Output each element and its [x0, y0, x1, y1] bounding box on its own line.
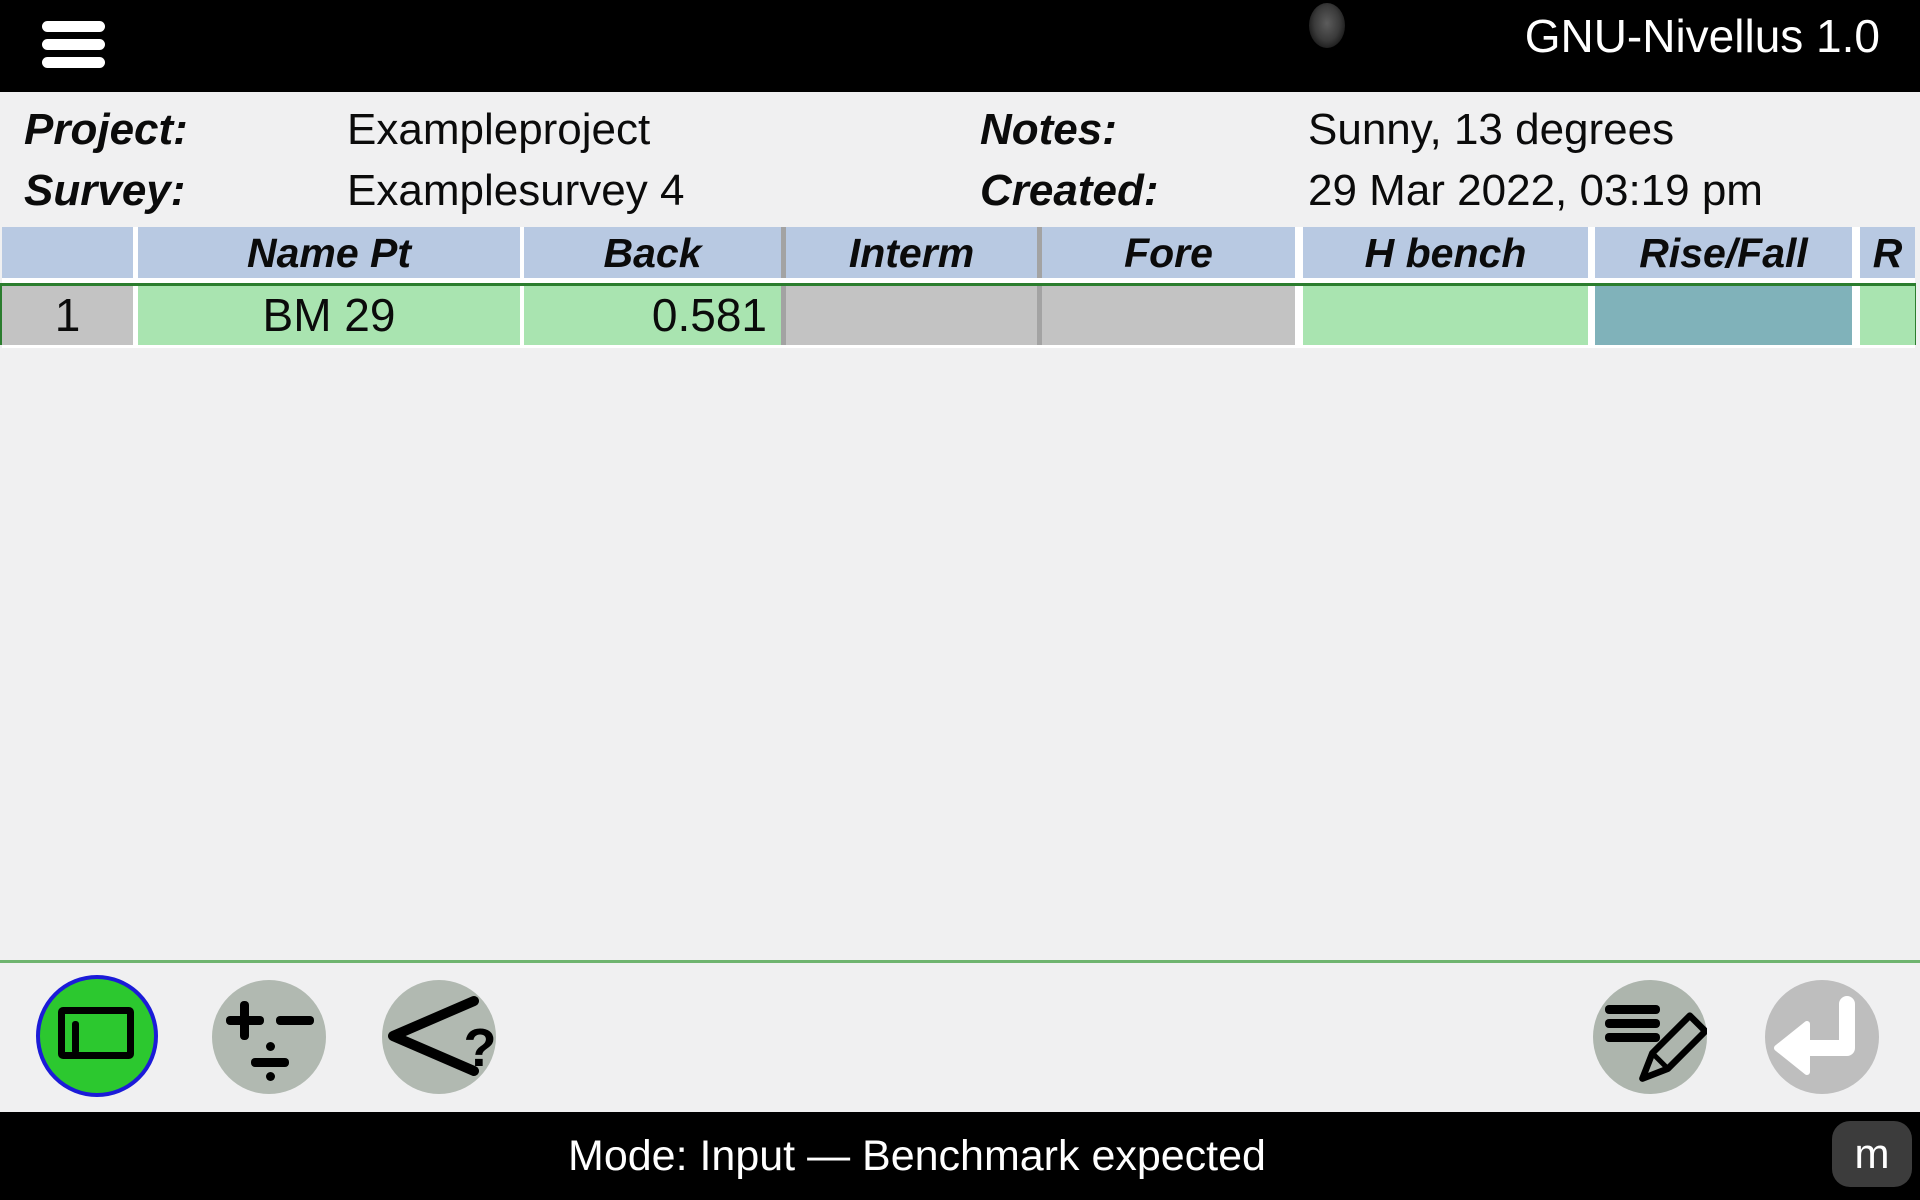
col-header-rownum	[2, 227, 133, 278]
col-header-rise-fall: Rise/Fall	[1595, 227, 1852, 278]
col-header-name-pt: Name Pt	[138, 227, 520, 278]
survey-label: Survey:	[24, 166, 186, 215]
cell-back[interactable]: 0.581	[524, 286, 786, 345]
survey-value: Examplesurvey 4	[347, 166, 685, 215]
cell-rownum: 1	[2, 286, 133, 345]
col-header-fore: Fore	[1042, 227, 1295, 278]
camera-cutout	[1309, 3, 1345, 48]
angle-question-mark: ?	[464, 1018, 497, 1078]
col-header-interm: Interm	[786, 227, 1042, 278]
created-label: Created:	[980, 166, 1159, 215]
cell-r[interactable]	[1860, 286, 1915, 345]
cell-rise-fall	[1595, 286, 1852, 345]
top-app-bar: GNU-Nivellus 1.0	[0, 0, 1920, 92]
col-header-h-bench: H bench	[1303, 227, 1588, 278]
cell-fore	[1042, 286, 1295, 345]
cell-name-pt[interactable]: BM 29	[138, 286, 520, 345]
calculate-button[interactable]	[212, 980, 326, 1094]
notes-value: Sunny, 13 degrees	[1308, 105, 1675, 154]
edit-notes-button[interactable]	[1593, 980, 1707, 1094]
project-value: Exampleproject	[347, 105, 651, 154]
return-arrow-icon	[1774, 996, 1855, 1075]
app-title: GNU-Nivellus 1.0	[1524, 10, 1880, 62]
created-value: 29 Mar 2022, 03:19 pm	[1308, 166, 1763, 215]
status-bar	[0, 1112, 1920, 1200]
menu-icon[interactable]	[30, 8, 118, 82]
angle-help-button[interactable]: ?	[382, 980, 496, 1094]
level-board-staff-mark	[72, 1021, 79, 1054]
notes-label: Notes:	[980, 105, 1117, 154]
cell-interm	[786, 286, 1042, 345]
col-header-back: Back	[524, 227, 786, 278]
project-label: Project:	[24, 105, 188, 154]
enter-button[interactable]	[1765, 980, 1879, 1094]
angle-question-icon: ?	[388, 996, 497, 1078]
mode-status-text: Mode: Input — Benchmark expected	[568, 1132, 1266, 1180]
unit-badge[interactable]: m	[1832, 1121, 1912, 1187]
level-board-button[interactable]	[36, 975, 158, 1097]
cell-h-bench[interactable]	[1303, 286, 1588, 345]
col-header-r: R	[1860, 227, 1915, 278]
level-board-icon	[58, 1007, 134, 1059]
toolbar-divider-line	[0, 960, 1920, 963]
